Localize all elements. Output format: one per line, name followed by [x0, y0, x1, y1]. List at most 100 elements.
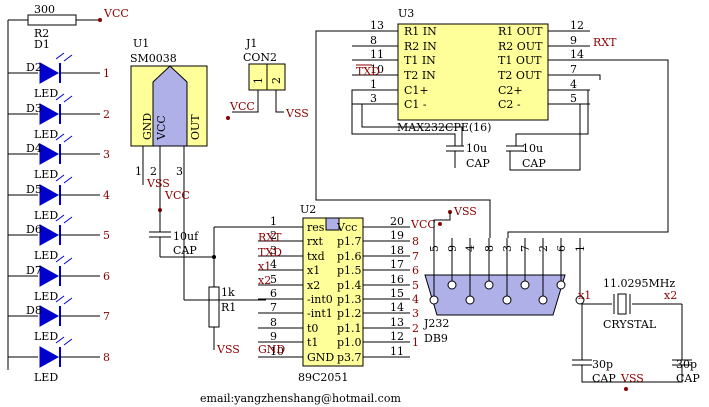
led-ref: D2 [26, 61, 42, 74]
c-xtal-1-value: 30p [592, 358, 613, 371]
crystal-circuit: 11.0295MHz x1 x2 CRYSTAL 30p CAP 30p CAP… [572, 277, 700, 391]
j1-pin-2: 2 [270, 77, 283, 84]
u2-right-pin-number: 16 [390, 273, 404, 286]
u3-right-pin-name: T1 OUT [498, 54, 542, 67]
c-u3-2-value: 10u [522, 142, 543, 155]
led-label: LED [34, 249, 58, 262]
u2-right-pin-number: 19 [390, 229, 404, 242]
db9-pin-number: 9 [446, 245, 459, 252]
u2-left-pin-name: GND [307, 351, 334, 364]
led-arrow [63, 135, 73, 143]
u3-left-pin-number: 3 [370, 92, 377, 105]
u2-right-pin-number: 20 [390, 215, 404, 228]
u1-pin-gnd: GND [141, 113, 154, 140]
u2-right-net-label: 5 [412, 279, 419, 292]
led-label: LED [34, 330, 58, 343]
u2-right-net-label: 6 [412, 264, 419, 277]
j232-part: DB9 [424, 332, 448, 345]
db9-pin-hole [538, 295, 548, 305]
db9-pin-hole [575, 295, 585, 305]
u3-left-pin-number: 1 [370, 78, 377, 91]
u2-right-pin-name: p1.1 [337, 322, 362, 335]
c-u3-2-label: CAP [522, 157, 546, 170]
crystal-x2: x2 [664, 289, 677, 302]
u2-left-pin-name: -int1 [307, 307, 333, 320]
led-label: LED [34, 128, 58, 141]
u2-net-x1: x1 [258, 260, 271, 273]
led-pin-number: 2 [103, 108, 110, 121]
u2-left-pin-name: res [307, 221, 325, 234]
u3-left-pin-number: 11 [370, 48, 384, 61]
led-pin-number: 1 [103, 67, 110, 80]
vcc-label-u1: VCC [164, 189, 190, 202]
u3-left-pin-number: 10 [370, 63, 384, 76]
author-email: email:yangzhenshang@hotmail.com [200, 392, 401, 405]
led-arrow [63, 95, 73, 103]
db9-pin-hole [465, 295, 475, 305]
u2-left-pin-number: 10 [270, 345, 284, 358]
db9-pin-hole [556, 280, 566, 290]
c-xtal-1-label: CAP [592, 372, 616, 385]
j232-ref: J232 [423, 317, 449, 330]
u2-right-pin-name: p1.3 [337, 293, 362, 306]
db9-pin-hole [520, 280, 530, 290]
u2-right-pin-number: 13 [390, 316, 404, 329]
c-reset-value: 10uf [173, 230, 199, 243]
u2-left-pin-number: 2 [270, 229, 277, 242]
db9-pin-hole [502, 295, 512, 305]
u2-right-pin-name: p1.7 [337, 235, 362, 248]
led-label: LED [34, 290, 58, 303]
d1-ref: D1 [34, 38, 50, 51]
u3-left-pin-name: R1 IN [404, 25, 437, 38]
led-pin-number: 7 [103, 310, 110, 323]
vss-label-reset: VSS [216, 343, 240, 356]
j1-part: CON2 [243, 51, 277, 64]
db9-pin-number: 1 [574, 245, 587, 252]
c-reset-label: CAP [173, 244, 197, 257]
u2-right-pin-number: 15 [390, 287, 404, 300]
u2-left-pin-number: 9 [270, 330, 277, 343]
led-arrow [63, 257, 73, 265]
u1-pin-num-1: 1 [135, 165, 142, 178]
u3-right-pin-number: 14 [570, 48, 584, 61]
u3-right-pin-name: T2 OUT [498, 69, 542, 82]
led-arrow [63, 216, 73, 224]
u3-left-pin-name: C1+ [404, 84, 429, 97]
u2-left-pin-number: 8 [270, 316, 277, 329]
u3-right-pin-number: 4 [570, 78, 577, 91]
led-arrow [55, 52, 65, 60]
u3-right-pin-name: C2 - [498, 98, 521, 111]
u1-pin-num-3: 3 [176, 165, 183, 178]
led-arrow [55, 295, 65, 303]
db9-pin-hole [484, 280, 494, 290]
led-label: LED [34, 209, 58, 222]
led-symbol [39, 62, 60, 84]
u2-left-pin-number: 6 [270, 287, 277, 300]
u3-net-txd: TXD [356, 65, 380, 78]
u2-net-rxt: RXT [258, 231, 282, 244]
crystal-frequency: 11.0295MHz [603, 277, 675, 290]
u2-right-pin-number: 14 [390, 301, 404, 314]
u2-right-pin-name: p1.5 [337, 264, 362, 277]
u3-left-pin-number: 8 [370, 34, 377, 47]
led-ref: D3 [26, 102, 42, 115]
crystal-x1: x1 [578, 289, 591, 302]
db9-pin-number: 2 [537, 245, 550, 252]
led-ref: D7 [26, 264, 42, 277]
db9-pin-number: 3 [501, 245, 514, 252]
u2-left-pin-number: 1 [270, 215, 277, 228]
db9-pin-number: 4 [464, 245, 477, 252]
led-pin-number: 3 [103, 148, 110, 161]
c-u3-1-value: 10u [466, 142, 487, 155]
u2-right-pin-name: p1.4 [337, 279, 362, 292]
db9-pin-number: 6 [555, 245, 568, 252]
led-arrow [55, 214, 65, 222]
c-xtal-2-value: 30p [676, 358, 697, 371]
resistor-r2: 300 R2 VCC [8, 3, 129, 40]
led-ref: D8 [26, 304, 42, 317]
